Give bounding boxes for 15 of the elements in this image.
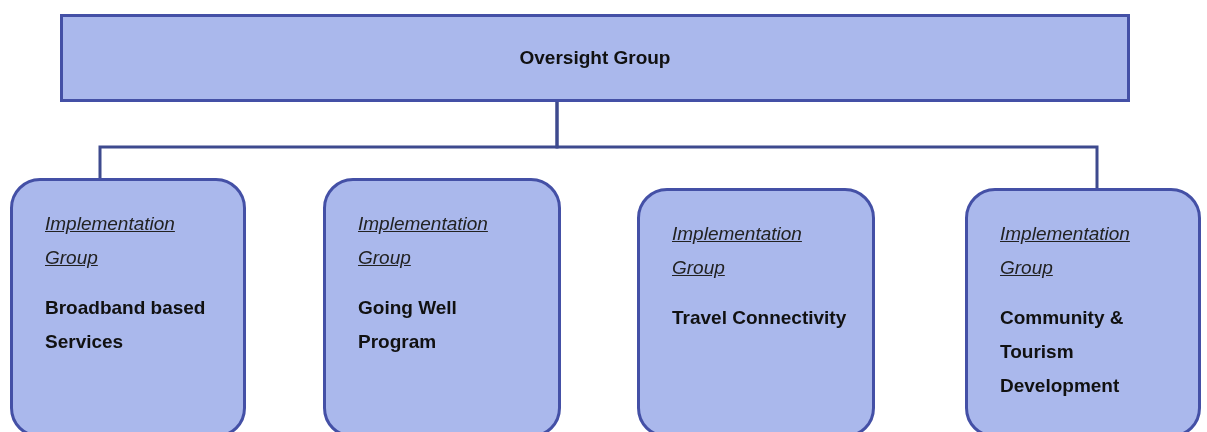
box-title: Oversight Group: [519, 47, 671, 69]
group-name: Community & Tourism Development: [1000, 306, 1125, 398]
group-box: [637, 188, 875, 432]
group-box: [323, 178, 561, 432]
group-box: [10, 178, 246, 432]
group-heading: Implementation Group: [672, 222, 803, 280]
group-heading: Implementation Group: [358, 212, 489, 270]
oversight-box: [60, 14, 1130, 102]
group-name: Going Well Program: [358, 296, 458, 354]
group-heading: Implementation Group: [1000, 222, 1131, 280]
group-heading: Implementation Group: [45, 212, 176, 270]
connector-line: [555, 102, 1099, 188]
group-name: Travel Connectivity: [672, 306, 848, 330]
group-name: Broadband based Services: [45, 296, 207, 354]
group-box: [965, 188, 1201, 432]
